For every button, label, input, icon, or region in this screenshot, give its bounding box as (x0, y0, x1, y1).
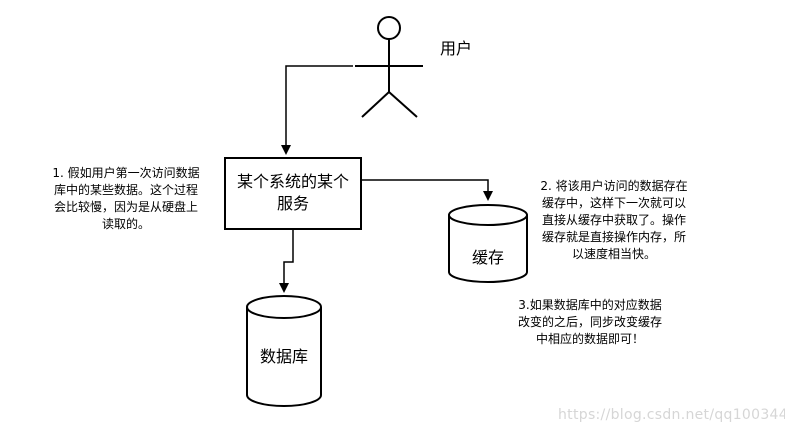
watermark-text: https://blog.csdn.net/qq100344 (558, 407, 785, 423)
connector-user-to-service (281, 65, 353, 155)
user-label: 用户 (440, 39, 473, 58)
note-step-1: 1. 假如用户第一次访问数据 库中的某些数据。这个过程 会比较慢，因为是从硬盘上… (52, 166, 200, 231)
cache-label: 缓存 (471, 248, 504, 267)
database-label: 数据库 (259, 347, 308, 366)
service-box (224, 157, 362, 230)
cache-cylinder (448, 204, 528, 283)
service-label: 某个系统的某个 服务 (236, 172, 349, 213)
connector-service-to-cache (361, 179, 493, 201)
note-step-3: 3.如果数据库中的对应数据 改变的之后，同步改变缓存 中相应的数据即可！ (517, 298, 662, 346)
connector-service-to-database (279, 229, 294, 293)
user-actor-icon (355, 16, 423, 118)
note-step-2: 2. 将该用户访问的数据存在 缓存中，这样下一次就可以 直接从缓存中获取了。操作… (540, 179, 688, 261)
database-cylinder (246, 295, 322, 407)
